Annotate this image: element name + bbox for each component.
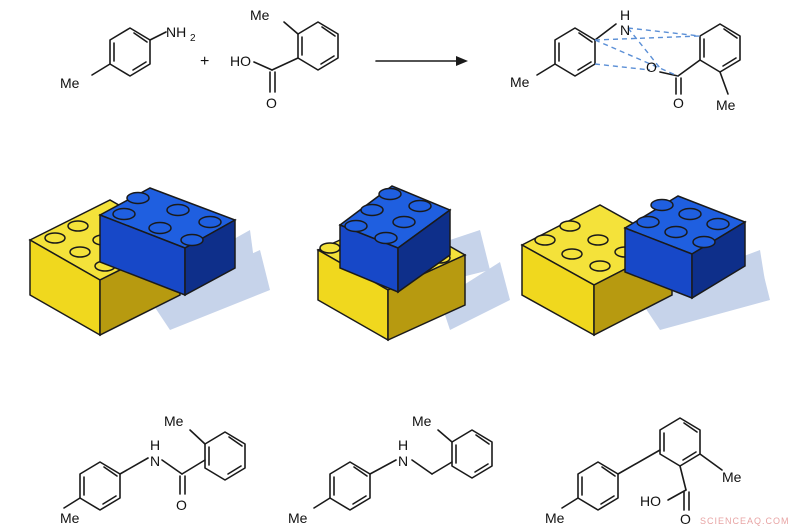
product-amide: Me H N O Me [60,413,246,526]
brick-pair-3 [520,195,770,337]
methyl-label-right: Me [716,97,736,113]
carbonyl-oxygen-label: O [673,95,684,111]
blue-brick [338,185,452,294]
methyl-label-right: Me [722,469,742,485]
methyl-label-top: Me [412,413,432,429]
amine-subscript: 2 [190,33,196,44]
amine-label: NH [166,24,186,40]
methyl-label-top: Me [164,413,184,429]
reactant-toluic-acid: Me HO O [230,7,339,111]
nitrogen-label: N [620,22,630,38]
nitrogen-label: N [150,453,160,469]
ring-oxygen-label: O [646,59,657,75]
hydroxyl-label: HO [640,493,661,509]
blue-brick [98,187,237,297]
methyl-label-left: Me [510,74,530,90]
hydroxyl-label: HO [230,53,251,69]
product-amine: Me H N Me [288,413,493,526]
reactant-toluidine: NH 2 Me [60,24,196,91]
carbonyl-oxygen-label: O [680,511,691,527]
carbonyl-oxygen-label: O [266,95,277,111]
methyl-label-bottom: Me [288,510,308,526]
watermark: SCIENCEAQ.COM [700,516,790,526]
product-biaryl-acid: Me Me HO O [545,417,742,527]
methyl-label-bottom: Me [60,510,80,526]
brick-pair-2 [316,185,510,342]
nh-hydrogen-label: H [150,437,160,453]
brick-pair-1 [28,187,270,337]
carbonyl-oxygen-label: O [176,497,187,513]
reaction-arrow [375,56,468,66]
nitrogen-label: N [398,453,408,469]
blue-brick [623,195,747,300]
nh-hydrogen-label: H [398,437,408,453]
plus-sign: + [200,53,209,70]
nh-hydrogen-label: H [620,7,630,23]
methyl-label: Me [60,75,80,91]
methyl-label-bottom: Me [545,510,565,526]
methyl-label: Me [250,7,270,23]
product-molecule: H N O O Me Me [510,7,741,113]
